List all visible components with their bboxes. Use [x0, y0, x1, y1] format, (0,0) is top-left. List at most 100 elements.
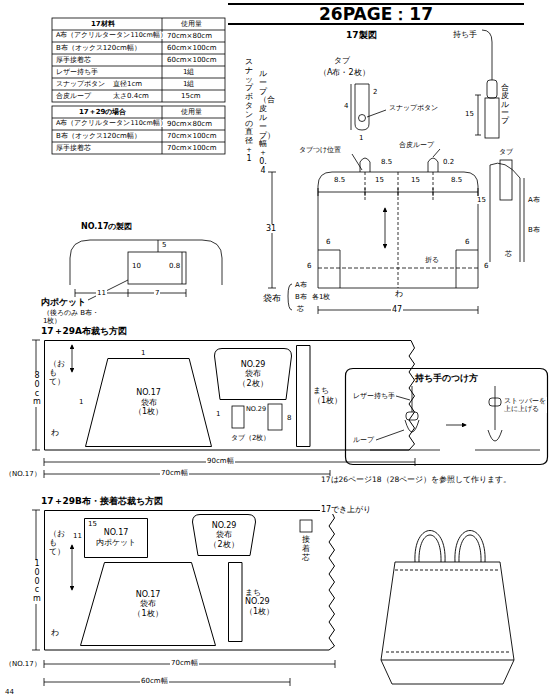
cutting-layout-a: [232, 406, 244, 428]
fabric-layout-outline: [44, 510, 335, 650]
piece-label: NO.29: [212, 521, 237, 531]
dimension-number: 0.8: [168, 262, 181, 270]
table-cell: 合皮ループ: [55, 92, 92, 100]
table-cell: 使用量: [180, 108, 203, 116]
dimension-number: 8.5: [380, 158, 393, 166]
piece-label: 袋布: [141, 398, 157, 408]
pattern-piece: NO.17袋布（1枚）: [85, 358, 212, 447]
piece-label: NO.17: [136, 388, 161, 398]
material-table: [52, 18, 225, 102]
pocket-draft: [70, 240, 222, 300]
handle-drawing: [475, 30, 499, 138]
piece-label: NO.29: [241, 360, 266, 370]
dimension-number: 8.5: [333, 176, 346, 184]
layer-detail: [490, 165, 524, 262]
dimension-number: 15: [410, 176, 421, 184]
dimension-number: 2: [372, 88, 378, 96]
dimension-number: 1: [215, 410, 221, 418]
part-label: タブ（2枚）: [230, 434, 271, 442]
section-title: 17＋29B布・接着芯裁ち方図: [40, 496, 164, 506]
table-cell: 太さ0.4cm: [112, 92, 150, 100]
handle-attach-drawing: [446, 425, 466, 426]
table-cell: A布（アクリルタータン110cm幅）: [55, 32, 168, 39]
part-label: わ: [394, 289, 404, 298]
part-label: NO.29: [245, 406, 267, 413]
tab-drawing: [351, 84, 386, 130]
cutting-layout-b: [72, 545, 73, 590]
pocket-draft: [70, 240, 222, 285]
table-cell: B布（オックス120cm幅）: [55, 44, 142, 52]
dimension-number: 1: [140, 349, 146, 357]
finished-bag: [415, 531, 445, 563]
cutting-layout-a: [44, 470, 330, 478]
cutting-layout-b: [32, 510, 335, 686]
piece-label: （1枚）: [245, 607, 274, 617]
pattern-piece-outline: [215, 349, 292, 400]
material-table: [52, 18, 225, 154]
piece-label: （1枚）: [313, 396, 342, 406]
section-title: 17＋29A布裁ち方図: [40, 326, 128, 336]
table-cell: 17＋29の場合: [78, 108, 127, 116]
dimension-number: 6: [306, 262, 312, 270]
dimension-number: 6: [464, 238, 470, 246]
bag-draft: [318, 188, 478, 196]
material-table: [52, 106, 225, 154]
tab-drawing: [355, 84, 369, 130]
part-label: B布: [527, 226, 541, 234]
instruction-box-outline: [346, 369, 548, 465]
piece-label: （おもて）: [49, 360, 57, 386]
dimension-number: 4: [343, 102, 349, 110]
page-title: 26PAGE：17: [228, 3, 524, 25]
cutting-layout-a: [72, 345, 73, 372]
finished-bag: [381, 531, 514, 685]
fabric-layout-outline: [45, 511, 335, 651]
section-title: NO.17の製図: [80, 222, 134, 231]
piece-label: （1枚）: [133, 609, 162, 619]
table-cell: 60cm×100cm: [166, 56, 217, 64]
part-label: ストッパーを上に上げる: [503, 397, 547, 413]
part-label: 合皮ループ: [398, 141, 435, 149]
part-label: レザー持ち手: [352, 392, 396, 400]
section-title: 内ポケット: [40, 297, 87, 307]
handle-attach-drawing: [376, 396, 410, 440]
fabric-layout: （おもて）NO.17内ポケットNO.29袋布（2枚）まちNO.29（1枚）NO.…: [44, 510, 335, 650]
table-cell: B布（オックス120cm幅）: [55, 132, 142, 140]
cutting-layout-a: [268, 404, 282, 430]
gusset-piece: まちNO.29（1枚）: [228, 562, 282, 642]
part-label: 17は26ページ18（28ページ）を参照して作ります。: [320, 476, 512, 485]
part-label: 芯: [504, 250, 513, 258]
piece-label: 袋布: [245, 369, 261, 379]
dimension-number: 31: [265, 224, 277, 233]
section-title: 17製図: [345, 30, 378, 40]
table-cell: 70cm×80cm: [166, 32, 213, 40]
bag-draft: [365, 172, 433, 288]
dimension-number: 5: [161, 241, 167, 249]
layer-detail: [500, 160, 512, 200]
pattern-piece-outline: [81, 563, 216, 646]
instruction-box: 持ち手のつけ方: [345, 368, 548, 465]
dimension-number: 6: [483, 262, 489, 270]
cutting-layout-b: [44, 678, 290, 686]
box-heading: 持ち手のつけ方: [415, 373, 478, 384]
layer-detail: [490, 160, 524, 262]
gusset-piece: まち（1枚）: [296, 345, 348, 447]
table-cell: 1組: [182, 80, 195, 88]
dimension-number: 11: [96, 289, 107, 297]
part-label: タブ: [333, 56, 351, 65]
dimension-number: 1: [78, 398, 84, 406]
part-label: A布: [294, 281, 308, 289]
table-cell: 厚手接着芯: [55, 144, 92, 152]
fabric-layout-outline: [45, 341, 415, 451]
part-label: 70cm幅: [160, 469, 189, 477]
handle-drawing: [485, 98, 499, 138]
table-cell: 90cm×80cm: [166, 120, 213, 128]
handle-attach-drawing: [488, 430, 502, 441]
table-cell: 17材料: [90, 20, 116, 28]
part-label: （NO.17）: [4, 660, 42, 668]
part-label: スナップボタンの直径＋1: [244, 58, 254, 164]
table-cell: レザー持ち手: [55, 68, 99, 76]
dimension-number: 15: [476, 196, 487, 204]
piece-label: 袋布: [216, 530, 232, 540]
dimension-number: 44: [4, 688, 15, 696]
part-label: 70cm幅: [170, 659, 199, 667]
